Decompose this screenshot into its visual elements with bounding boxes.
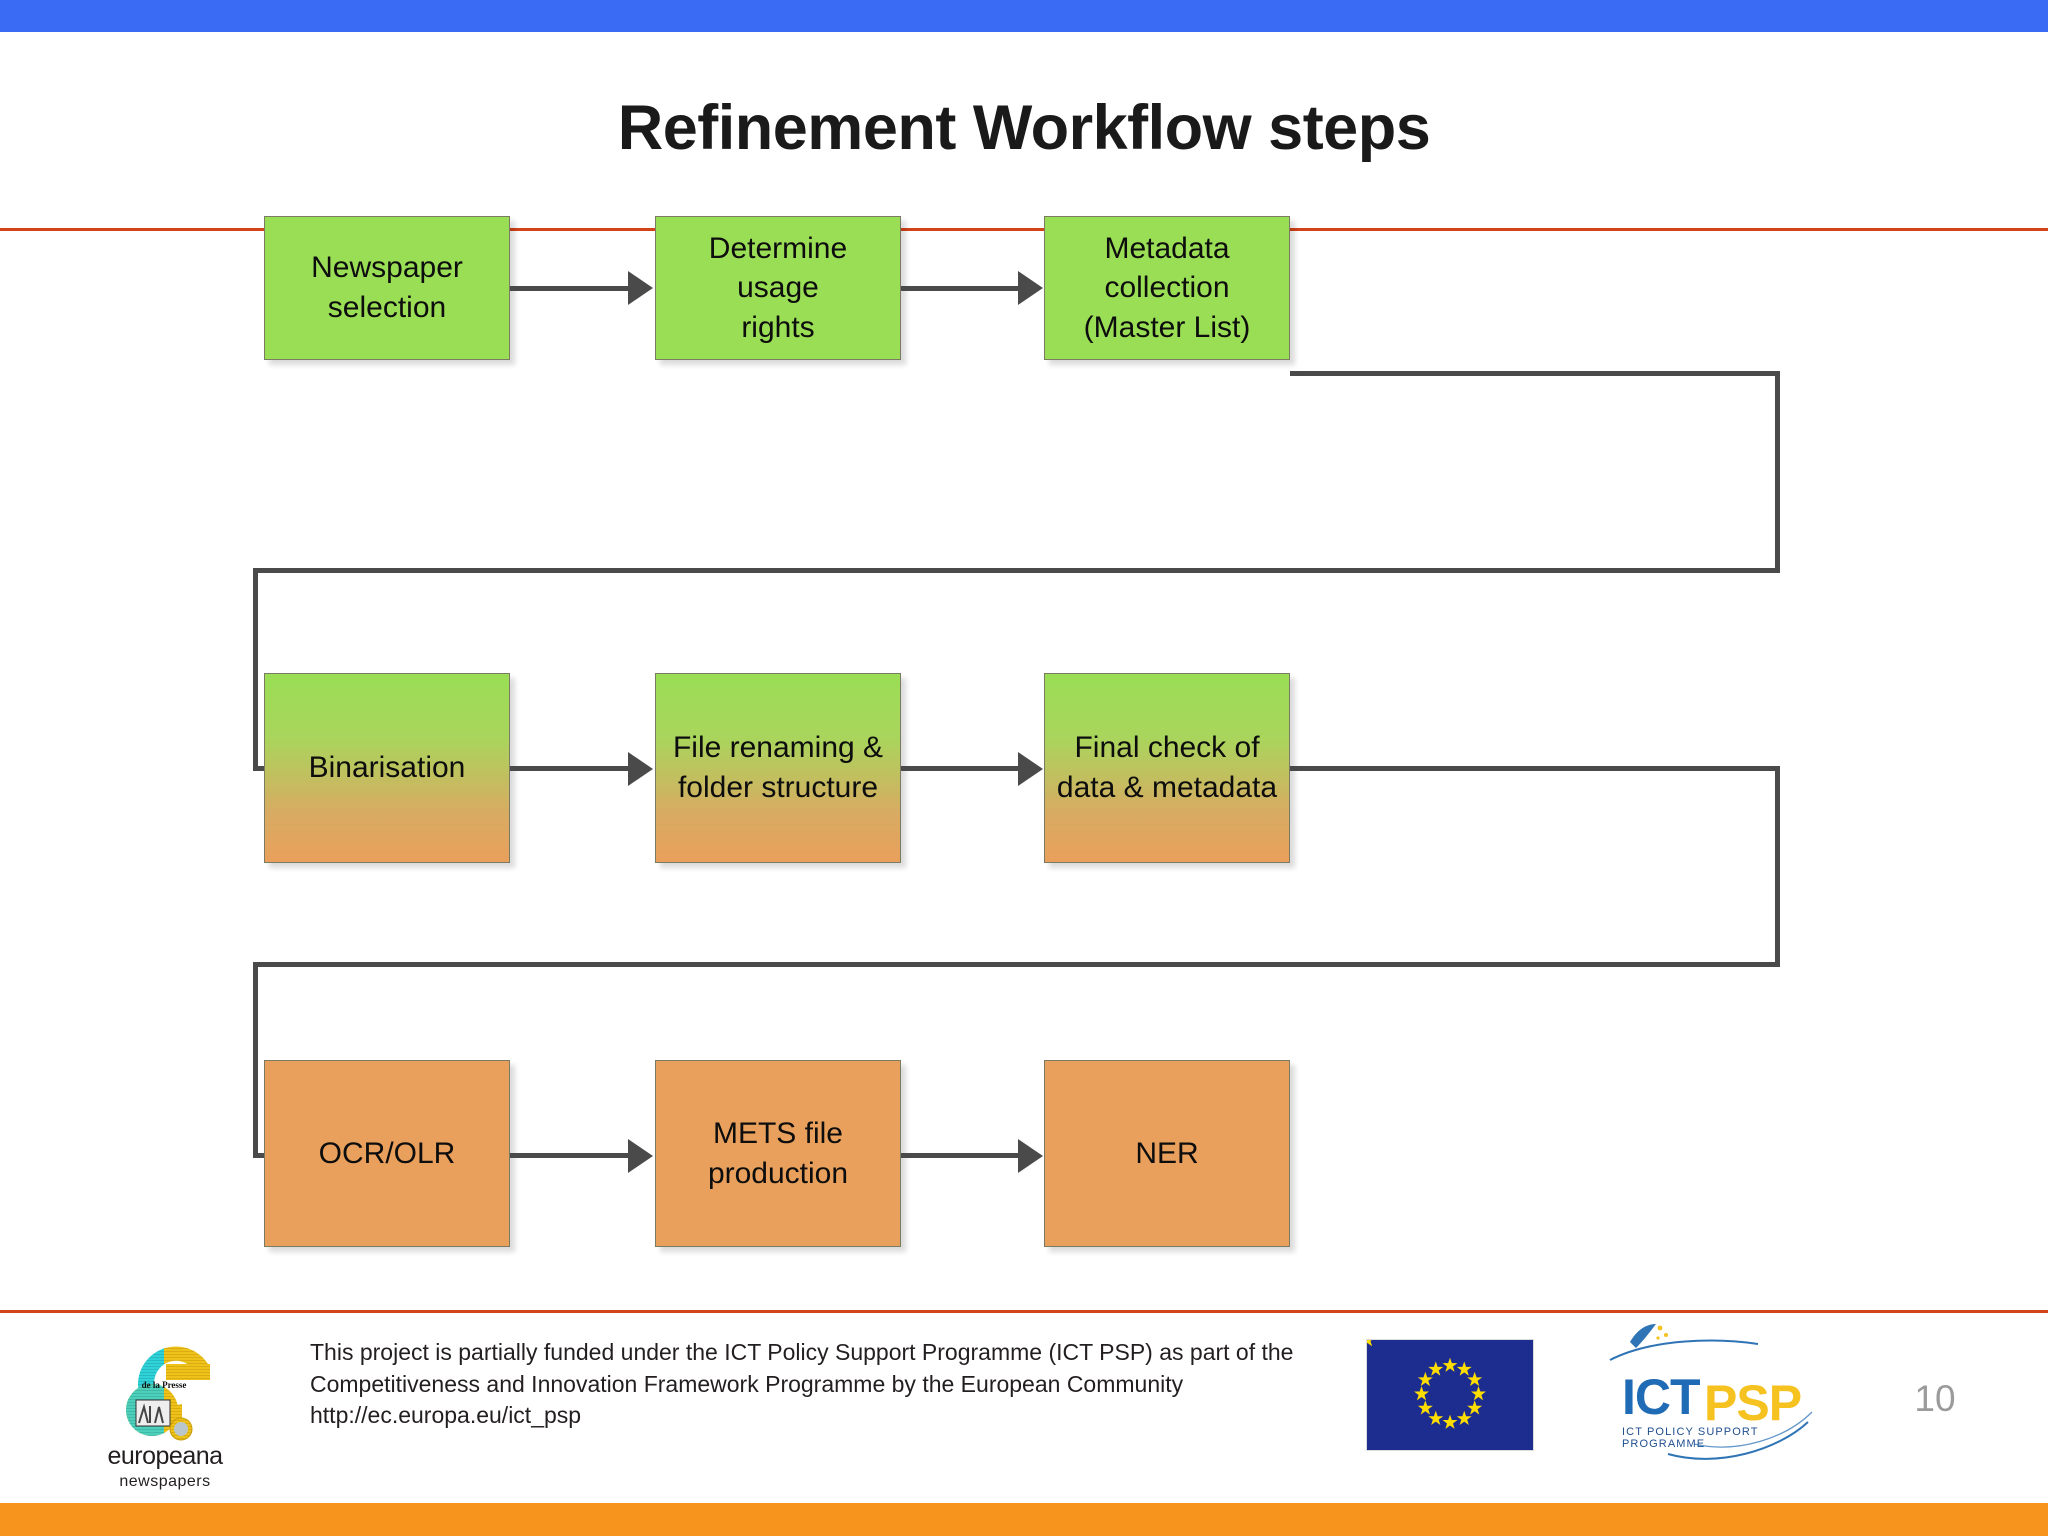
connector-wrap1-mid [253,568,1780,573]
eu-flag-icon [1360,1332,1534,1451]
connector-wrap2-top [1290,766,1780,771]
funding-url: http://ec.europa.eu/ict_psp [310,1402,582,1428]
header-divider-rule [0,228,2048,231]
connector-r2-b-line [901,766,1021,771]
flow-box-ocr-olr[interactable]: OCR/OLR [264,1060,510,1247]
connector-wrap2-right [1775,766,1780,967]
flow-box-ner[interactable]: NER [1044,1060,1290,1247]
connector-r1-b-line [901,286,1021,291]
connector-wrap2-left [253,962,258,1158]
page-number: 10 [1914,1378,1956,1419]
funding-line-2: Competitiveness and Innovation Framework… [310,1370,1184,1397]
connector-r2-a-line [510,766,631,771]
flow-box-label: NER [1135,1136,1199,1170]
flow-box-metadata-collection[interactable]: Metadata collection (Master List) [1044,216,1290,360]
flow-box-label: Binarisation [308,751,466,785]
page-title: Refinement Workflow steps [617,93,1431,163]
ict-psp-swoosh-icon [1609,1324,1813,1460]
top-accent-bar [0,0,2048,32]
flow-box-mets-file-production[interactable]: METS file production [655,1060,901,1247]
flow-box-newspaper-selection[interactable]: Newspaper selection [264,216,510,360]
flow-box-final-check[interactable]: Final check of data & metadata [1044,673,1290,863]
connector-r1-a-line [510,286,631,291]
ict-psp-psp-text: PSP [1704,1375,1802,1431]
connector-r3-a-arrowhead [628,1139,653,1173]
connector-r3-b-arrowhead [1018,1139,1043,1173]
flow-box-label: Newspaper selection [311,251,463,324]
funding-statement: This project is partially funded under t… [310,1337,1320,1432]
europeana-e-icon: de la Presse [126,1346,210,1441]
connector-r3-b-line [901,1153,1021,1158]
connector-wrap1-top [1290,371,1780,376]
flow-box-label: Final check of data & metadata [1056,731,1278,804]
connector-r3-a-line [510,1153,631,1158]
flow-box-label: OCR/OLR [318,1136,456,1170]
connector-wrap1-right [1775,371,1780,573]
flow-box-binarisation[interactable]: Binarisation [264,673,510,863]
flow-box-label: Metadata collection (Master List) [1083,231,1251,344]
connector-wrap1-left [253,568,258,771]
connector-wrap2-mid [253,962,1780,967]
bottom-accent-bar [0,1503,2048,1536]
europeana-wordmark: europeana [107,1442,223,1470]
footer-divider-rule [0,1310,2048,1313]
ict-psp-logo: ICT PSP ICT POLICY SUPPORT PROGRAMME [1608,1322,1838,1472]
connector-r2-a-arrowhead [628,752,653,786]
connector-r1-a-arrowhead [628,271,653,305]
flow-box-label: METS file production [707,1116,849,1190]
flow-box-file-renaming[interactable]: File renaming & folder structure [655,673,901,863]
ict-psp-ict-text: ICT [1622,1369,1701,1425]
flow-box-label: Determine usage rights [708,231,848,344]
flow-box-determine-usage-rights[interactable]: Determine usage rights [655,216,901,360]
funding-line-1: This project is partially funded under t… [310,1339,1294,1365]
connector-r2-b-arrowhead [1018,752,1043,786]
connector-r1-b-arrowhead [1018,271,1043,305]
eu-stars [1360,1332,1486,1429]
europeana-subtitle: newspapers [119,1473,211,1490]
europeana-newspapers-logo: de la Presse europeana newspapers [100,1330,230,1490]
flow-box-label: File renaming & folder structure [672,731,884,804]
svg-text:de la Presse: de la Presse [142,1380,187,1390]
ict-psp-tagline: ICT POLICY SUPPORT PROGRAMME [1622,1426,1759,1450]
